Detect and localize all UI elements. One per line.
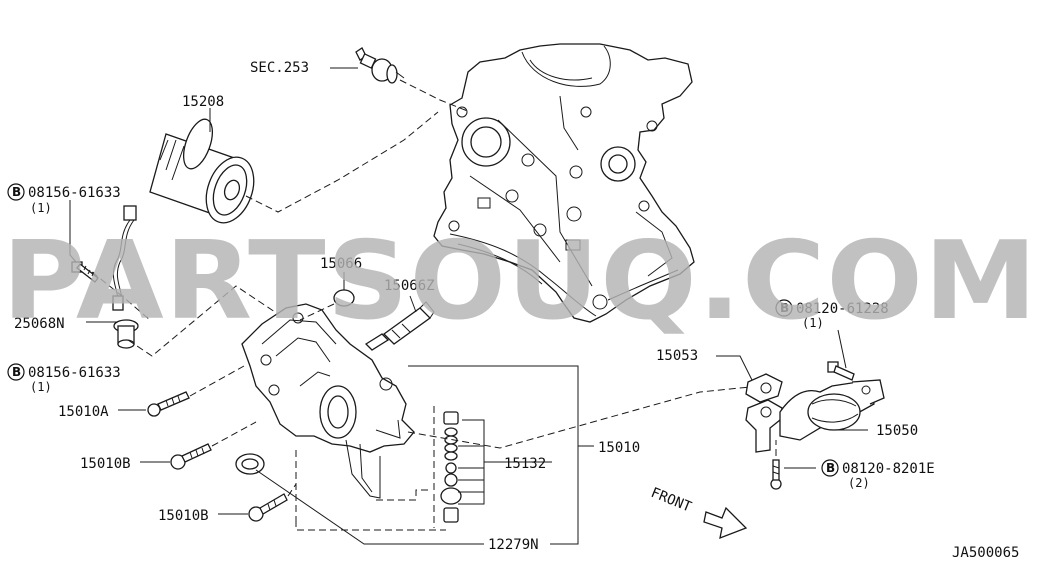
gasket-15053[interactable]: [745, 373, 783, 403]
label-bolt2-code[interactable]: 08156-61633: [28, 365, 121, 381]
front-arrow-icon: [703, 506, 748, 540]
label-15050[interactable]: 15050: [876, 423, 918, 439]
oil-filter[interactable]: [149, 115, 262, 229]
bolt-08120-8201e[interactable]: [770, 459, 782, 490]
label-bolt2-qty: (1): [30, 380, 52, 394]
label-15010b-lower[interactable]: 15010B: [158, 508, 209, 524]
label-front: FRONT: [649, 485, 695, 516]
bolt-symbol-icon: B: [7, 183, 25, 201]
label-25068n[interactable]: 25068N: [14, 316, 65, 332]
bolt-symbol-letter: B: [12, 185, 21, 199]
bolt-symbol-letter: B: [12, 365, 21, 379]
bolt-15010a[interactable]: [147, 391, 190, 417]
label-15010[interactable]: 15010: [598, 440, 640, 456]
bolt-08156-61633-top[interactable]: [71, 261, 99, 283]
label-15066z[interactable]: 15066Z: [384, 278, 435, 294]
label-bolt3-qty: (1): [802, 316, 824, 330]
label-bolt1-code[interactable]: 08156-61633: [28, 185, 121, 201]
label-sec253[interactable]: SEC.253: [250, 60, 309, 76]
bolt-15010b-lower[interactable]: [248, 493, 288, 522]
relief-valve-15132[interactable]: [440, 411, 462, 523]
label-bolt4-code[interactable]: 08120-8201E: [842, 461, 935, 477]
oil-strainer-15050[interactable]: [745, 379, 885, 453]
label-bolt3-code[interactable]: 08120-61228: [796, 301, 889, 317]
strainer-15066z[interactable]: [383, 301, 435, 345]
bolt-08120-61228[interactable]: [827, 361, 855, 381]
label-15132[interactable]: 15132: [504, 456, 546, 472]
engine-block[interactable]: [433, 43, 695, 323]
bolt-symbol-icon: B: [7, 363, 25, 381]
bolt-symbol-letter: B: [780, 301, 789, 315]
label-15010a[interactable]: 15010A: [58, 404, 109, 420]
bolt-15010b-upper[interactable]: [170, 443, 212, 470]
bolt-symbol-icon: B: [821, 459, 839, 477]
label-15066[interactable]: 15066: [320, 256, 362, 272]
label-15053[interactable]: 15053: [656, 348, 698, 364]
oil-pressure-switch[interactable]: [355, 47, 405, 84]
label-drawing-number: JA500065: [952, 545, 1019, 561]
oil-pump-body[interactable]: [241, 303, 415, 499]
label-bolt4-qty: (2): [848, 476, 870, 490]
oil-seal-12279n[interactable]: [235, 453, 265, 475]
label-bolt1-qty: (1): [30, 201, 52, 215]
label-15208[interactable]: 15208: [182, 94, 224, 110]
label-15010b-upper[interactable]: 15010B: [80, 456, 131, 472]
oil-level-sensor[interactable]: [112, 205, 139, 349]
bolt-symbol-letter: B: [826, 461, 835, 475]
label-12279n[interactable]: 12279N: [488, 537, 539, 553]
watermark-text: PARTSOUQ.COM: [2, 219, 1038, 344]
bolt-symbol-icon: B: [775, 299, 793, 317]
